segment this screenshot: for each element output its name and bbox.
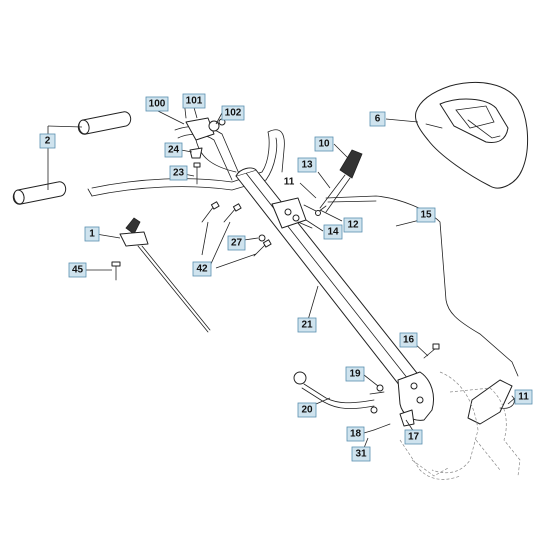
control-rod xyxy=(325,195,519,377)
svg-text:17: 17 xyxy=(408,432,420,443)
svg-text:27: 27 xyxy=(231,238,243,249)
callout-13: 13 xyxy=(297,157,317,173)
lower-bracket xyxy=(369,371,434,431)
callout-18: 18 xyxy=(346,426,365,442)
svg-text:45: 45 xyxy=(72,265,84,276)
callout-11-right: 11 xyxy=(514,389,533,405)
part-1-lever xyxy=(119,217,211,333)
svg-text:14: 14 xyxy=(327,227,339,238)
callout-17: 17 xyxy=(404,429,423,445)
callout-14: 14 xyxy=(323,224,343,240)
svg-text:31: 31 xyxy=(355,449,367,460)
rod-end-bracket xyxy=(467,379,515,425)
svg-text:42: 42 xyxy=(196,264,208,275)
svg-text:101: 101 xyxy=(186,96,203,107)
callout-100: 100 xyxy=(145,96,169,112)
callout-21: 21 xyxy=(297,317,317,333)
handle-grip-upper xyxy=(77,111,132,135)
svg-text:19: 19 xyxy=(349,369,361,380)
svg-text:23: 23 xyxy=(173,168,185,179)
callout-19: 19 xyxy=(345,366,365,382)
svg-text:6: 6 xyxy=(375,114,381,125)
callout-6: 6 xyxy=(369,111,386,127)
callout-20: 20 xyxy=(297,402,317,418)
leader-lines xyxy=(47,103,517,454)
callout-42: 42 xyxy=(192,261,212,277)
nut-27 xyxy=(258,234,266,242)
callout-2: 2 xyxy=(39,133,56,149)
callout-101: 101 xyxy=(182,93,206,109)
shroud-cover xyxy=(415,82,529,189)
clip-24 xyxy=(189,147,203,159)
svg-text:1: 1 xyxy=(89,229,95,240)
svg-text:11: 11 xyxy=(284,177,295,188)
throttle-control xyxy=(183,99,237,173)
callout-27: 27 xyxy=(227,235,246,251)
svg-text:102: 102 xyxy=(225,108,242,119)
shift-lever xyxy=(293,371,375,410)
callout-23: 23 xyxy=(169,165,188,181)
callout-11-top: 11 xyxy=(284,177,295,188)
handlebar-frame xyxy=(87,126,285,197)
callout-102: 102 xyxy=(221,105,245,121)
svg-text:11: 11 xyxy=(518,392,529,403)
handle-tube xyxy=(235,167,433,405)
bolt-45 xyxy=(111,261,121,281)
callout-45: 45 xyxy=(68,262,87,278)
callout-16: 16 xyxy=(399,332,418,348)
callout-31: 31 xyxy=(351,446,371,462)
svg-text:12: 12 xyxy=(347,220,359,231)
svg-text:13: 13 xyxy=(301,160,313,171)
svg-text:100: 100 xyxy=(149,99,166,110)
svg-text:10: 10 xyxy=(318,139,330,150)
svg-text:20: 20 xyxy=(301,405,313,416)
bolt-16 xyxy=(423,343,440,359)
callout-10: 10 xyxy=(314,136,334,152)
housing-outline xyxy=(399,371,521,480)
control-lever xyxy=(319,149,363,213)
callout-24: 24 xyxy=(164,142,183,158)
svg-text:16: 16 xyxy=(403,335,415,346)
svg-text:18: 18 xyxy=(350,429,362,440)
callout-1: 1 xyxy=(84,226,100,242)
callout-15: 15 xyxy=(416,207,436,223)
svg-text:15: 15 xyxy=(420,210,432,221)
handle-grip-lower xyxy=(12,181,67,205)
svg-text:21: 21 xyxy=(301,320,313,331)
svg-text:2: 2 xyxy=(45,136,51,147)
screw-23 xyxy=(193,162,201,185)
callout-12: 12 xyxy=(343,217,363,233)
svg-text:24: 24 xyxy=(168,145,180,156)
